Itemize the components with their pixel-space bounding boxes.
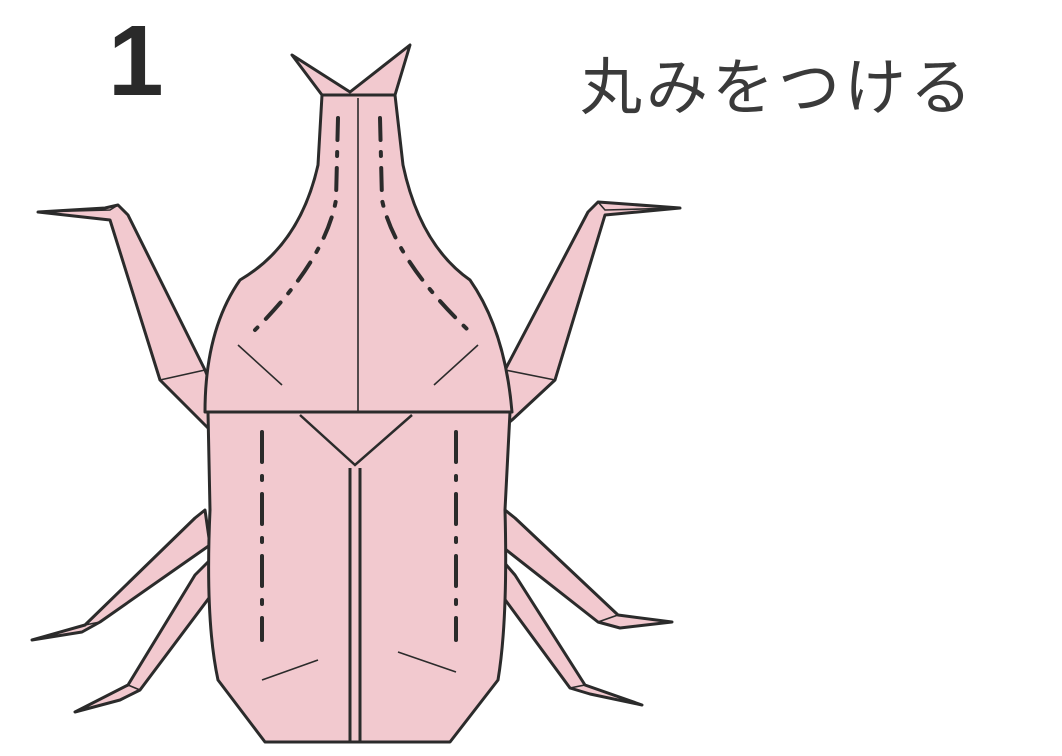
- horn: [292, 45, 410, 95]
- thorax: [205, 95, 512, 412]
- leg-front-right: [495, 202, 680, 430]
- wing-case: [208, 412, 510, 742]
- leg-front-left: [38, 205, 215, 430]
